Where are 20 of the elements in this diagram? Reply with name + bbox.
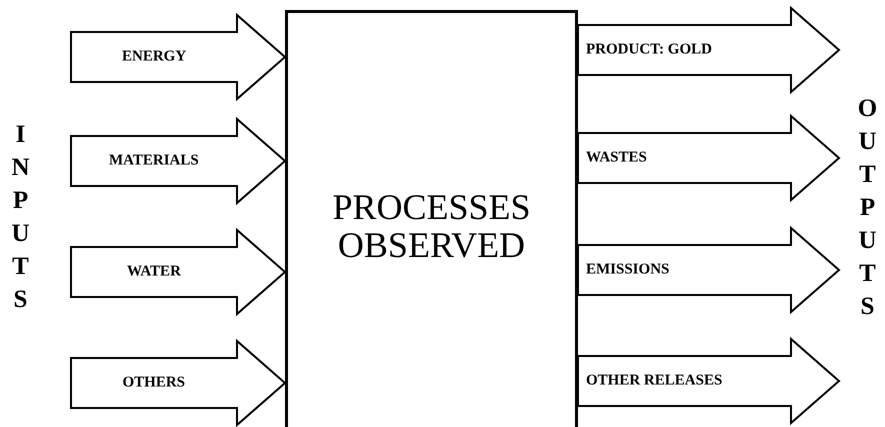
edge-label: OTHERS [122,374,186,392]
block-arrow [70,116,287,206]
process-title: PROCESSES OBSERVED [331,188,532,264]
edge-label: WASTES [586,150,647,166]
edge-label: PRODUCT: GOLD [586,42,712,58]
block-arrow [577,336,841,426]
block-arrow [70,228,287,316]
edge-label: WATER [127,264,181,280]
process-box [285,10,578,427]
block-arrow [577,6,841,94]
block-arrow [577,114,841,202]
edge-label: MATERIALS [109,152,199,170]
block-arrow [70,12,287,102]
block-arrow [70,338,287,427]
vertical-heading: INPUTS [6,121,34,319]
edge-label: ENERGY [122,48,186,66]
edge-label: EMISSIONS [586,262,670,278]
vertical-heading: OUTPUTS [853,94,881,326]
edge-label: OTHER RELEASES [586,372,722,390]
block-arrow [577,226,841,314]
